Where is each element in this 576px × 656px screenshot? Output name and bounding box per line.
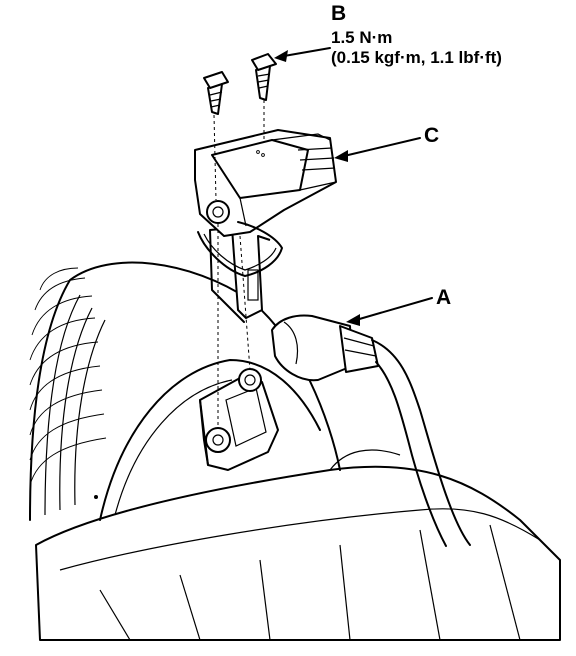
- intake-body: [35, 449, 561, 641]
- callout-a: A: [436, 286, 452, 309]
- callout-b: B: [331, 2, 347, 25]
- o-ring-gasket: [197, 221, 283, 277]
- mass-airflow-sensor: [194, 129, 337, 323]
- connector-harness: [271, 314, 471, 547]
- intake-duct: [29, 261, 341, 521]
- callout-c: C: [424, 124, 440, 147]
- mounting-bolts: [203, 53, 277, 115]
- sensor-mounting-boss: [199, 368, 279, 471]
- torque-spec-metric: 1.5 N·m: [331, 28, 393, 47]
- torque-spec-imperial: (0.15 kgf·m, 1.1 lbf·ft): [331, 48, 502, 67]
- alignment-lines: [213, 100, 265, 428]
- leader-arrows: [274, 47, 433, 326]
